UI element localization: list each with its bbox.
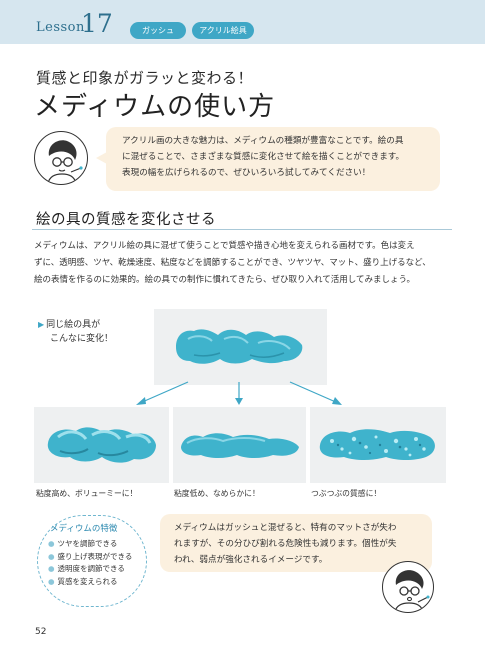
tag-acrylic: アクリル絵具 — [192, 22, 254, 39]
features-list: ●ツヤを調節できる ●盛り上げ表現ができる ●透明度を調節できる ●質感を変えら… — [48, 538, 132, 588]
bullet-icon: ● — [48, 576, 55, 586]
section-divider — [32, 229, 452, 230]
note-line: れますが、その分ひび割れる危険性も減ります。個性が失 — [174, 539, 397, 549]
paint-sample-smooth — [173, 407, 306, 483]
paint-sample-thick — [34, 407, 169, 483]
intro-line: に混ぜることで、さまざまな質感に変化させて絵を描くことができます。 — [122, 152, 405, 162]
body-line: メディウムは、アクリル絵の具に混ぜて使うことで質感や描き心地を変えられる画材です… — [34, 241, 415, 251]
page-subtitle: 質感と印象がガラッと変わる！ — [36, 69, 254, 87]
bullet-icon: ● — [48, 539, 55, 548]
list-item: ●質感を変えられる — [48, 576, 118, 586]
features-title: メディウムの特徴 — [50, 524, 118, 534]
bullet-icon: ● — [48, 564, 55, 573]
bullet-icon: ● — [48, 551, 55, 561]
character-avatar-icon — [34, 131, 88, 185]
comparison-label-line: こんなに変化！ — [50, 334, 114, 344]
intro-line: 表現の幅を広げられるので、ぜひいろいろ試してみてください！ — [122, 168, 371, 178]
section-heading: 絵の具の質感を変化させる — [36, 212, 216, 228]
section-body: メディウムは、アクリル絵の具に混ぜて使うことで質感や描き心地を変えられる画材です… — [34, 238, 458, 289]
list-item: ●ツヤを調節できる — [48, 539, 118, 548]
lesson-label: Lesson — [36, 20, 85, 35]
intro-speech-bubble: アクリル画の大きな魅力は、メディウムの種類が豊富なことです。絵の具 に混ぜること… — [106, 127, 440, 191]
character-avatar-icon — [382, 561, 434, 613]
note-speech-bubble: メディウムはガッシュと混ぜると、特有のマットさが失わ れますが、その分ひび割れる… — [160, 514, 432, 572]
sample-caption: 粘度低め、なめらかに！ — [174, 489, 260, 498]
list-item: ●透明度を調節できる — [48, 564, 125, 573]
body-line: 絵の表情を作るのに効果的。絵の具での制作に慣れてきたら、ぜひ取り入れて活用してみ… — [34, 275, 415, 285]
paint-sample-granular — [310, 407, 446, 483]
list-item: ●盛り上げ表現ができる — [48, 551, 133, 561]
sample-caption: 粘度高め、ボリューミーに！ — [36, 489, 138, 498]
note-line: われ、弱点が強化されるイメージです。 — [174, 555, 328, 565]
features-box — [37, 515, 147, 607]
bubble-tail — [96, 152, 107, 164]
page-title: メディウムの使い方 — [34, 92, 276, 122]
comparison-label-line: 同じ絵の具が — [46, 320, 101, 330]
lesson-number: 17 — [81, 9, 113, 38]
note-line: メディウムはガッシュと混ぜると、特有のマットさが失わ — [174, 523, 397, 533]
page-number: 52 — [35, 627, 47, 637]
tag-gouache: ガッシュ — [130, 22, 186, 39]
body-line: ずに、透明感、ツヤ、乾燥速度、粘度などを調節することができ、ツヤツヤ、マット、盛… — [34, 258, 431, 268]
paint-sample-original — [154, 309, 327, 385]
comparison-label: ▶同じ絵の具が こんなに変化！ — [38, 318, 113, 346]
intro-line: アクリル画の大きな魅力は、メディウムの種類が豊富なことです。絵の具 — [122, 136, 404, 146]
sample-caption: つぶつぶの質感に！ — [311, 489, 382, 498]
triangle-bullet-icon: ▶ — [38, 320, 45, 329]
